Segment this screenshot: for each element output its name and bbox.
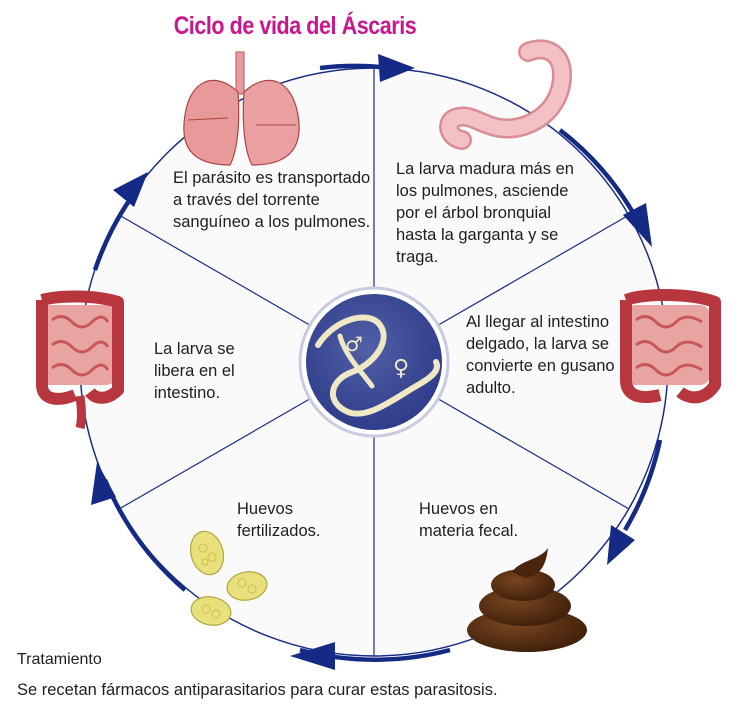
stage-intestine-left-text: La larva se libera en el intestino. [154, 340, 235, 402]
lungs-icon [183, 51, 300, 166]
arrowhead-top [378, 54, 415, 82]
stomach-icon [439, 39, 573, 150]
stage-eggs-text: Huevos fertilizados. [237, 500, 321, 540]
intestine-icon [620, 289, 721, 404]
worms-icon [315, 314, 440, 417]
stage-lungs-text: El parásito es transportado a través del… [173, 169, 371, 231]
cycle-spokes [118, 68, 630, 656]
stage-intestine-right-text: Al llegar al intestino delgado, la larva… [466, 313, 615, 397]
arrowhead-upper-left [113, 172, 148, 207]
treatment-text: Se recetan fármacos antiparasitarios par… [17, 681, 498, 699]
male-symbol: ♂ [345, 332, 363, 356]
arrowhead-lower-right [607, 525, 635, 565]
arrowhead-lower-left [91, 462, 116, 505]
feces-icon [467, 548, 587, 652]
diagram-title: Ciclo de vida del Áscaris [173, 12, 417, 40]
stage-stomach-text: La larva madura más en los pulmones, asc… [396, 160, 574, 266]
eggs-icon [189, 530, 268, 626]
treatment-heading: Tratamiento [17, 651, 102, 668]
stage-feces-text: Huevos en materia fecal. [419, 500, 519, 540]
intestine-icon [36, 290, 124, 430]
cycle-arrowheads [91, 54, 652, 670]
female-symbol: ♀ [393, 356, 410, 381]
arrowhead-bottom [290, 642, 335, 670]
arrowhead-upper-right [623, 203, 652, 247]
center-worms [298, 286, 450, 438]
